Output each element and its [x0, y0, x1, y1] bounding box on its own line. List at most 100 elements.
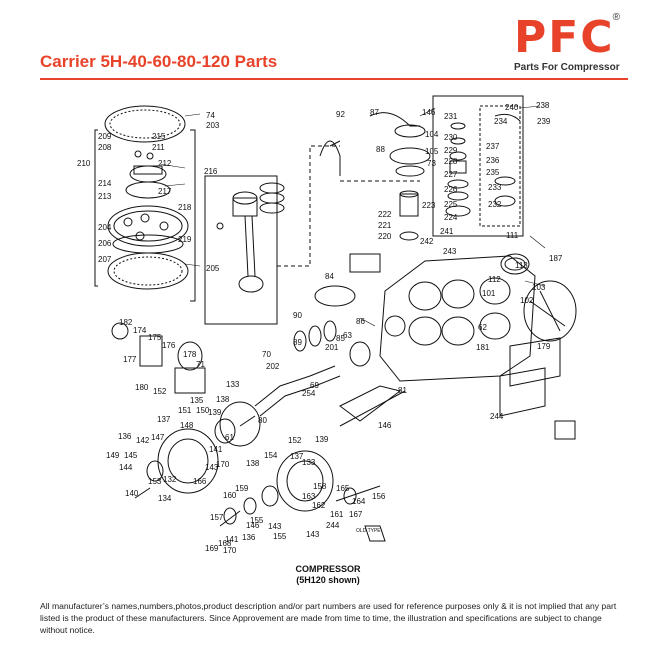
part-number-label: 210: [77, 159, 91, 168]
part-number-label: 164: [352, 497, 366, 506]
part-number-label: 148: [180, 421, 194, 430]
part-number-label: 162: [312, 501, 326, 510]
part-number-label: 136: [242, 533, 256, 542]
part-number-label: 208: [98, 143, 112, 152]
part-number-label: 89: [293, 338, 302, 347]
part-number-label: 231: [444, 112, 458, 121]
part-number-label: 149: [106, 451, 120, 460]
part-number-label: 111: [506, 231, 519, 240]
part-number-label: 244: [490, 412, 504, 421]
part-number-label: 219: [178, 235, 192, 244]
logo-tagline: Parts For Compressor: [514, 62, 620, 73]
part-number-label: 170: [216, 460, 230, 469]
part-number-label: 165: [336, 484, 350, 493]
part-number-label: 152: [288, 436, 302, 445]
part-number-label: 80: [258, 416, 267, 425]
part-number-label: 81: [398, 386, 407, 395]
part-number-label: 244: [326, 521, 340, 530]
part-number-label: 225: [444, 200, 458, 209]
part-number-label: 155: [250, 516, 264, 525]
part-number-label: 220: [378, 232, 392, 241]
part-number-label: 233: [488, 183, 502, 192]
part-number-label: 143: [268, 522, 282, 531]
part-number-label: 235: [486, 168, 500, 177]
part-number-label: 174: [133, 326, 147, 335]
part-number-label: 218: [178, 203, 192, 212]
part-number-label: 170: [223, 546, 237, 555]
part-number-label: 112: [488, 275, 501, 284]
part-number-label: 104: [425, 130, 439, 139]
part-number-label: 150: [196, 406, 210, 415]
part-number-label: 155: [273, 532, 287, 541]
part-number-label: 134: [158, 494, 172, 503]
part-number-label: 204: [98, 223, 112, 232]
part-number-label: 181: [476, 343, 490, 352]
part-number-label: 154: [264, 451, 278, 460]
exploded-parts-diagram: 74 203 209 215 208 211 212 210 216 214 2…: [77, 95, 577, 555]
part-number-label: 156: [372, 492, 386, 501]
pfc-logo: PFC ® Parts For Compressor: [508, 12, 620, 78]
part-number-label: 214: [98, 179, 112, 188]
part-number-label: 146: [422, 108, 436, 117]
part-number-label: 136: [118, 432, 132, 441]
part-number-label: 71: [196, 360, 205, 369]
footer-disclaimer: All manufacturer’s names,numbers,photos,…: [40, 601, 617, 635]
part-number-label: 222: [378, 210, 392, 219]
part-number-label: 182: [119, 318, 133, 327]
part-number-label: 102: [520, 296, 534, 305]
part-number-label: 69: [310, 381, 319, 390]
part-number-label: 145: [124, 451, 138, 460]
part-number-label: 146: [246, 521, 260, 530]
part-number-label: 90: [293, 311, 302, 320]
diagram-caption: COMPRESSOR (5H120 shown): [268, 564, 388, 586]
part-number-label: 151: [178, 406, 192, 415]
part-number-label: 143: [306, 530, 320, 539]
part-number-label: 73: [427, 159, 436, 168]
registered-mark: ®: [612, 12, 620, 23]
part-number-label: 62: [478, 323, 487, 332]
part-number-label: 105: [425, 147, 439, 156]
part-number-label: 132: [163, 475, 177, 484]
part-number-label: 179: [537, 342, 551, 351]
part-number-label: 137: [290, 452, 304, 461]
part-number-label: 168: [218, 539, 232, 548]
part-number-label: 240: [505, 103, 519, 112]
part-number-label: 87: [370, 108, 379, 117]
part-number-label: 202: [266, 362, 280, 371]
part-number-label: 212: [158, 159, 172, 168]
part-number-label: 232: [488, 200, 502, 209]
part-number-label: 177: [123, 355, 137, 364]
part-number-label: 229: [444, 146, 458, 155]
part-number-label: 239: [537, 117, 551, 126]
logo-mark: PFC: [514, 12, 615, 63]
part-number-label: 254: [302, 389, 316, 398]
part-number-label: 175: [148, 333, 162, 342]
part-number-label: 209: [98, 132, 112, 141]
part-number-label: 161: [330, 510, 344, 519]
part-number-label: 159: [235, 484, 249, 493]
caption-line-1: COMPRESSOR: [295, 564, 361, 574]
part-number-label: 138: [246, 459, 260, 468]
part-number-label: 216: [204, 167, 218, 176]
part-number-label: 74: [206, 111, 215, 120]
part-number-label: 103: [532, 283, 546, 292]
part-number-label: 113: [515, 261, 528, 270]
part-number-label: 187: [549, 254, 563, 263]
part-number-label: 146: [378, 421, 392, 430]
part-number-label: 178: [183, 350, 197, 359]
part-number-label: 176: [162, 341, 176, 350]
part-number-label: 133: [226, 380, 240, 389]
part-number-label: 213: [98, 192, 112, 201]
part-number-label: 242: [420, 237, 434, 246]
part-number-label: 228: [444, 157, 458, 166]
part-number-label: 230: [444, 133, 458, 142]
part-number-label: 221: [378, 221, 392, 230]
part-number-label: 140: [125, 489, 139, 498]
page-title: Carrier 5H-40-60-80-120 Parts: [40, 52, 278, 71]
part-number-label: 86: [356, 317, 365, 326]
part-number-label: 203: [206, 121, 220, 130]
part-number-label: 144: [119, 463, 133, 472]
part-number-label: 138: [216, 395, 230, 404]
part-number-label: 236: [486, 156, 500, 165]
part-number-label: 158: [313, 482, 327, 491]
